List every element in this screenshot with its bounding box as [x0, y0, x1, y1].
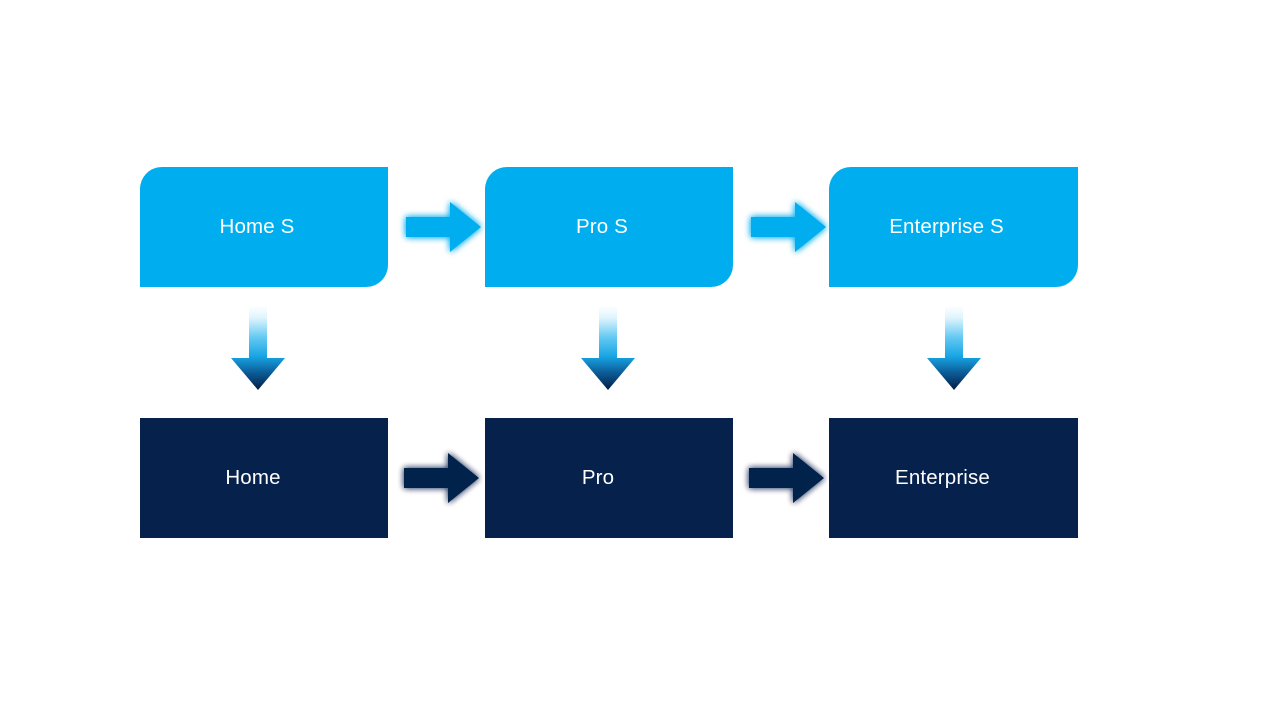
- node-pro-s[interactable]: Pro S: [485, 167, 733, 287]
- arrow-down-icon: [927, 306, 981, 390]
- arrow-home-to-pro: [402, 448, 482, 508]
- arrow-home-s-to-pro-s: [404, 197, 484, 257]
- node-home-s-label: Home S: [219, 214, 295, 238]
- arrow-down-icon: [581, 306, 635, 390]
- arrow-right-icon: [404, 453, 479, 503]
- node-pro-label: Pro: [581, 465, 615, 489]
- arrow-enterprise-s-to-enterprise: [924, 306, 984, 392]
- arrow-right-icon: [406, 202, 481, 252]
- arrow-down-icon: [231, 306, 285, 390]
- arrow-pro-to-enterprise: [747, 448, 827, 508]
- node-enterprise[interactable]: Enterprise: [829, 418, 1078, 538]
- arrow-pro-s-to-enterprise-s: [749, 197, 829, 257]
- node-home-label: Home: [225, 465, 281, 489]
- arrow-home-s-to-home: [228, 306, 288, 392]
- node-home[interactable]: Home: [140, 418, 388, 538]
- node-enterprise-label: Enterprise: [895, 465, 990, 489]
- arrow-right-icon: [749, 453, 824, 503]
- node-enterprise-s-label: Enterprise S: [889, 214, 1004, 238]
- arrow-pro-s-to-pro: [578, 306, 638, 392]
- node-enterprise-s[interactable]: Enterprise S: [829, 167, 1078, 287]
- node-home-s[interactable]: Home S: [140, 167, 388, 287]
- arrow-right-icon: [751, 202, 826, 252]
- node-pro-s-label: Pro S: [575, 214, 629, 238]
- node-pro[interactable]: Pro: [485, 418, 733, 538]
